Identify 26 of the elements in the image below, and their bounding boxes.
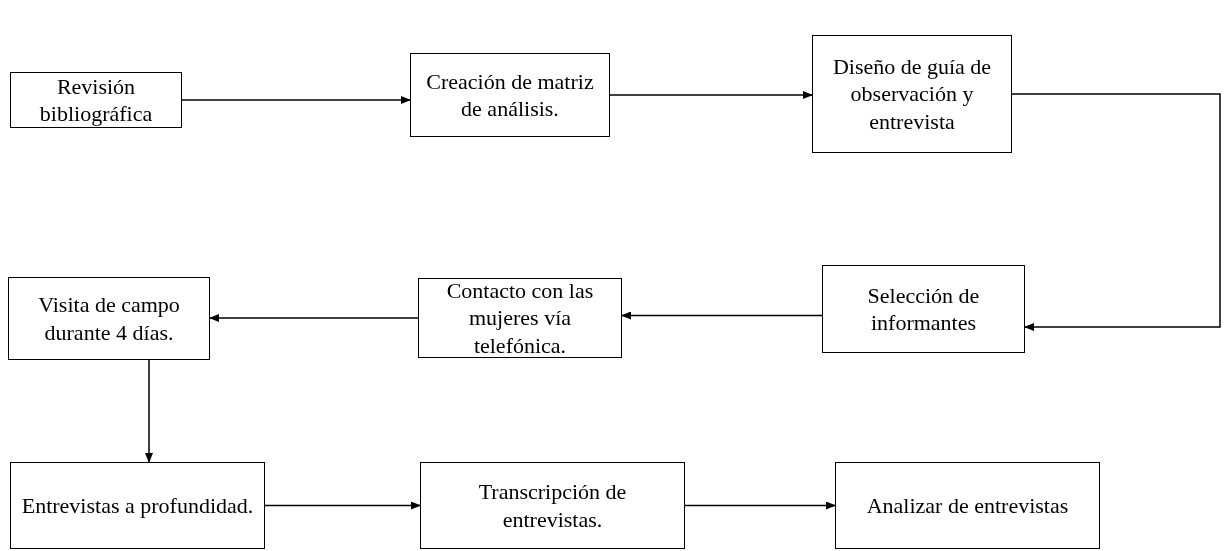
process-box [10,462,265,549]
process-box [10,72,182,128]
arrow [609,91,813,99]
arrow [621,311,823,320]
arrow [1011,93,1221,331]
process-box [812,35,1012,153]
arrow [684,501,836,510]
process-box [835,462,1100,549]
process-box [420,462,685,549]
arrow [181,96,411,104]
box-label: Contacto con las mujeres vía telefónica. [445,276,595,360]
arrow [145,359,153,463]
box-label: Selección de informantes [866,281,981,337]
box-label: Transcripción de entrevistas. [477,478,628,533]
box-label: Creación de matriz de análisis. [425,67,595,123]
box-label: Entrevistas a profundidad. [21,491,254,520]
box-label: Analizar de entrevistas [866,491,1069,520]
arrow [209,314,419,322]
process-box [8,277,210,360]
process-box [418,278,622,358]
process-box [822,265,1025,353]
box-label: Revisión bibliográfica [38,72,154,128]
process-box [410,53,610,137]
box-label: Visita de campo durante 4 días. [37,291,181,346]
box-label: Diseño de guía de observación y entrevista [831,52,993,136]
arrow [264,501,421,510]
